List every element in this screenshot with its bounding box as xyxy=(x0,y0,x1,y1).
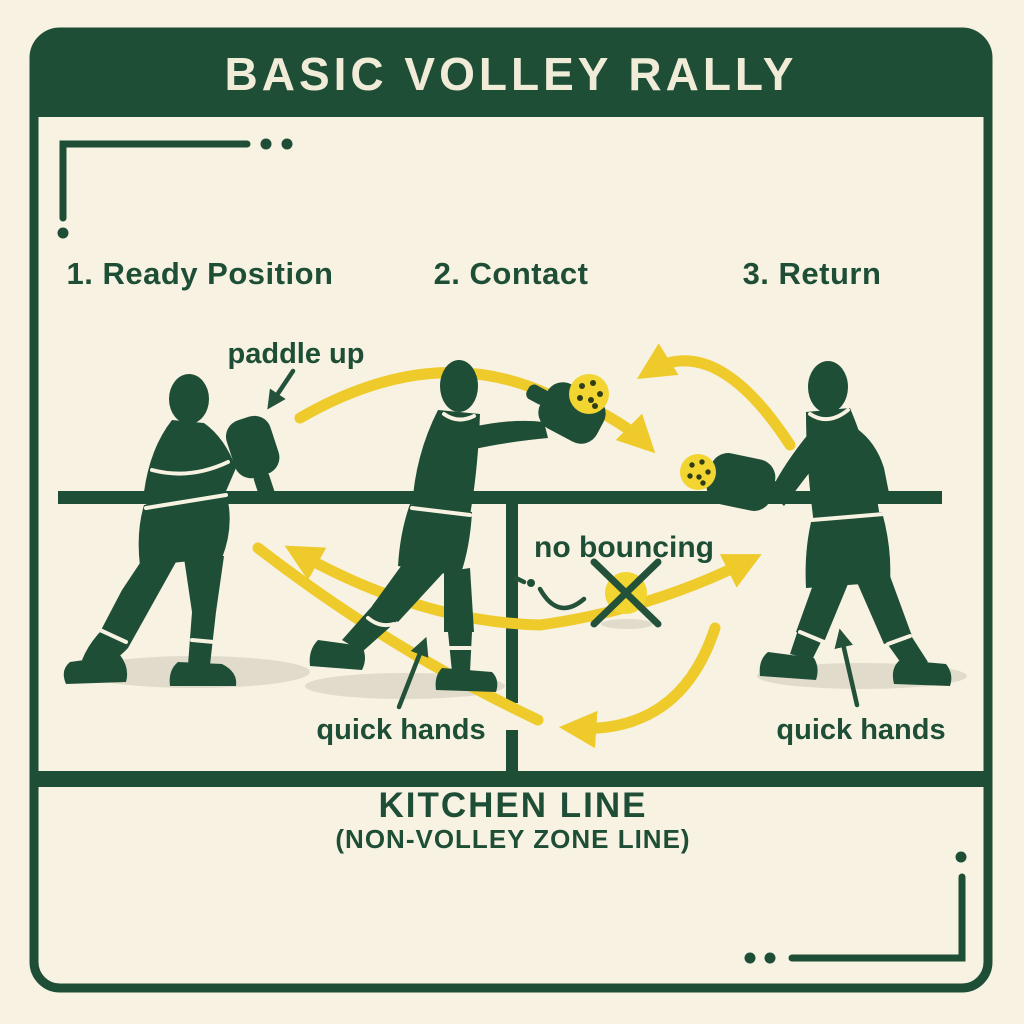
return-arc xyxy=(636,343,796,451)
header-bar xyxy=(34,32,988,117)
annotation-quick-hands-right: quick hands xyxy=(776,714,945,746)
quick-hands-right-pointer-arrow xyxy=(834,628,860,708)
step-label-ready-position: 1. Ready Position xyxy=(67,256,334,291)
low-return-arrow xyxy=(558,622,721,749)
decor-dot xyxy=(955,851,967,863)
volley-exchange-right-arrow xyxy=(534,554,762,631)
bottom-right-bracket xyxy=(788,873,966,962)
player-ready-silhouette xyxy=(63,374,280,686)
top-left-bracket xyxy=(59,140,251,222)
decor-dot xyxy=(57,227,69,239)
bounce-curve xyxy=(537,586,587,611)
kitchen-line-bar xyxy=(33,771,989,787)
annotation-no-bouncing: no bouncing xyxy=(534,531,714,564)
ball-flight-arrows xyxy=(252,343,796,749)
annotation-paddle-up: paddle up xyxy=(228,338,365,370)
non-volley-zone-label: (NON-VOLLEY ZONE LINE) xyxy=(335,824,690,854)
cross-court-swoosh xyxy=(252,542,544,726)
quick-hands-left-pointer-arrow xyxy=(396,636,429,710)
decor-dot xyxy=(281,138,293,150)
paddle-up-pointer-arrow xyxy=(267,368,296,410)
decor-dot xyxy=(744,952,756,964)
outer-frame-border xyxy=(29,27,993,993)
no-bounce-crossed-ball-icon xyxy=(513,558,662,629)
step-label-contact: 2. Contact xyxy=(434,256,589,291)
center-line-upper xyxy=(506,497,518,703)
bounce-trail-dot xyxy=(527,579,535,587)
paddle-icon xyxy=(225,415,280,500)
serve-arc xyxy=(294,367,558,424)
page-title: BASIC VOLLEY RALLY xyxy=(225,48,798,100)
pickleball-icon xyxy=(569,374,609,414)
paddle-icon xyxy=(706,453,793,511)
player-contact-silhouette xyxy=(309,360,606,692)
annotation-quick-hands-left: quick hands xyxy=(316,714,485,746)
player-return-silhouette xyxy=(706,361,952,686)
center-line-lower xyxy=(506,730,518,771)
bounce-trail-dash xyxy=(513,575,527,585)
cross-out-x-icon xyxy=(590,558,662,628)
pickleball-icon xyxy=(680,454,716,490)
decor-dot xyxy=(764,952,776,964)
kitchen-line-label: KITCHEN LINE xyxy=(379,786,648,825)
decor-dot xyxy=(260,138,272,150)
step-label-return: 3. Return xyxy=(743,256,882,291)
volley-exchange-left-arrow xyxy=(284,545,546,631)
